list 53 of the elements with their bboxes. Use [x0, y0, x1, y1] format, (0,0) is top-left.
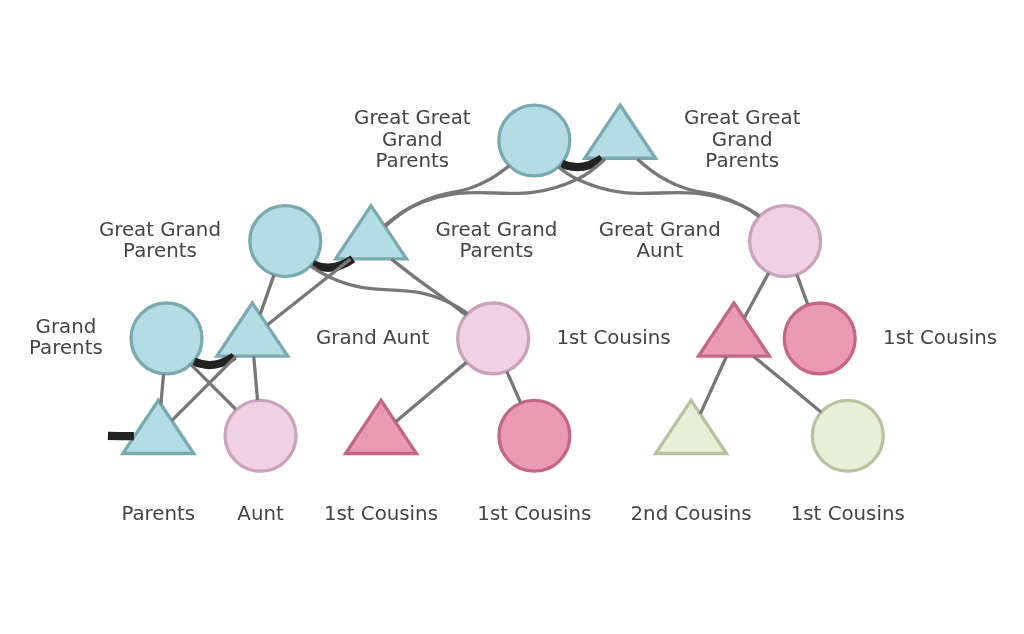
- node-circle: [222, 398, 298, 473]
- node-label: 1st Cousins: [556, 325, 671, 349]
- connector: [265, 257, 351, 327]
- node-circle: [747, 204, 822, 279]
- node-circle: [782, 301, 857, 376]
- node-triangle: [581, 102, 659, 160]
- connector: [383, 164, 510, 228]
- node-triangle: [341, 397, 419, 456]
- connector: [170, 355, 237, 422]
- connector: [635, 157, 760, 218]
- connector: [309, 264, 469, 315]
- node-circle: [455, 301, 530, 376]
- connector: [698, 355, 728, 415]
- connector: [742, 272, 770, 319]
- node-circle: [247, 204, 322, 279]
- node-circle: [810, 398, 885, 473]
- node-label: Aunt: [236, 502, 284, 526]
- connector: [310, 255, 355, 272]
- node-label: Great Grand Aunt: [598, 217, 721, 262]
- node-label: Great Grand Parents: [434, 217, 557, 262]
- node-triangle: [332, 202, 410, 261]
- node-label: Great Great Grand Parents: [353, 106, 471, 173]
- node-label: Grand Parents: [28, 314, 103, 360]
- node-label: 1st Cousins: [790, 502, 905, 526]
- connector: [752, 355, 822, 414]
- connector: [504, 370, 522, 404]
- node-label: Great Great Grand Parents: [683, 106, 800, 173]
- connector: [383, 157, 606, 227]
- node-label: 1st Cousins: [882, 325, 997, 349]
- node-triangle: [119, 397, 197, 456]
- connector: [394, 361, 468, 423]
- node-triangle: [213, 300, 291, 358]
- node-label: Grand Aunt: [315, 325, 429, 349]
- connector: [158, 373, 165, 404]
- connector: [557, 165, 761, 218]
- node-circle: [496, 103, 571, 178]
- node-circle: [128, 301, 204, 376]
- node-label: 2nd Cousins: [630, 502, 752, 526]
- connector: [258, 274, 275, 315]
- connector: [251, 356, 259, 401]
- node-triangle: [652, 397, 730, 456]
- connector: [107, 431, 134, 441]
- connector: [559, 154, 604, 172]
- connector: [389, 257, 467, 317]
- connector: [794, 274, 809, 305]
- node-label: Great Grand Parents: [98, 217, 221, 262]
- connector: [191, 352, 236, 370]
- node-label: Parents: [120, 502, 195, 526]
- node-circle: [496, 398, 571, 473]
- node-label: 1st Cousins: [476, 502, 591, 526]
- connector: [189, 363, 237, 411]
- node-label: 1st Cousins: [323, 502, 438, 526]
- node-triangle: [694, 300, 772, 358]
